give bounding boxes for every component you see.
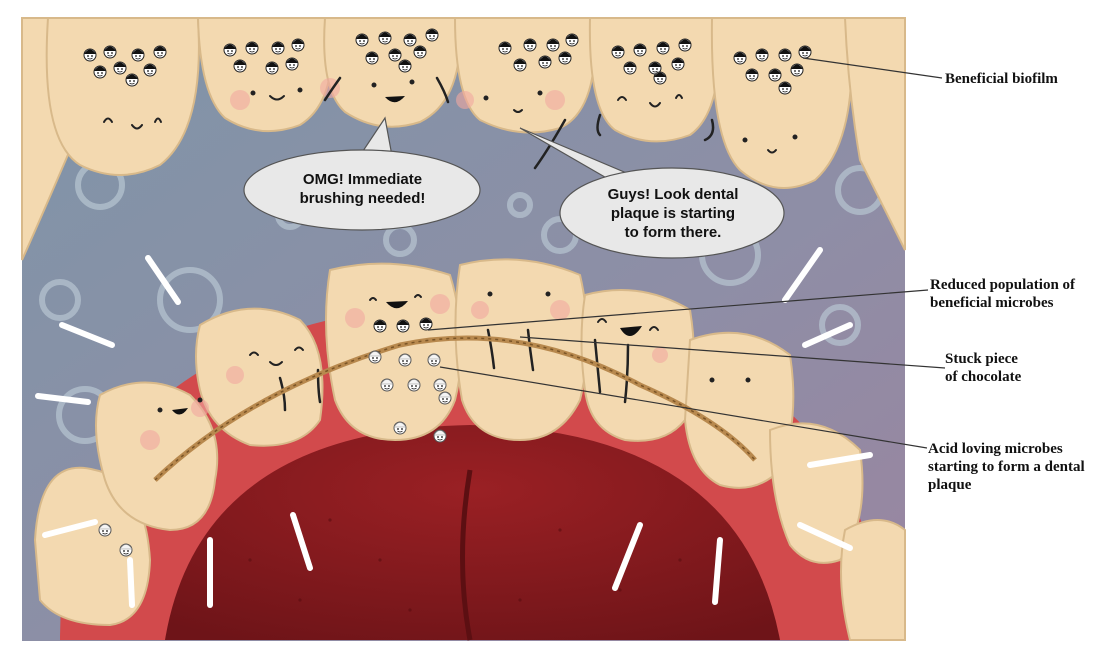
label-acid-microbes: Acid loving microbes starting to form a … xyxy=(928,441,1085,493)
speech-bubble-right xyxy=(519,127,785,259)
motion-marks xyxy=(35,247,873,608)
label-stuck-chocolate: Stuck piece of chocolate xyxy=(945,351,1022,385)
label-beneficial-biofilm: Beneficial biofilm xyxy=(945,71,1058,87)
leader-lines xyxy=(427,57,946,449)
bubble-right-text: Guys! Look dental plaque is starting to … xyxy=(607,186,739,241)
lower-teeth xyxy=(33,258,906,641)
bubble-left-text: OMG! Immediate brushing needed! xyxy=(299,171,426,207)
label-reduced-population: Reduced population of beneficial microbe… xyxy=(930,277,1076,311)
throat xyxy=(165,425,780,640)
speech-bubble-left xyxy=(243,116,481,231)
